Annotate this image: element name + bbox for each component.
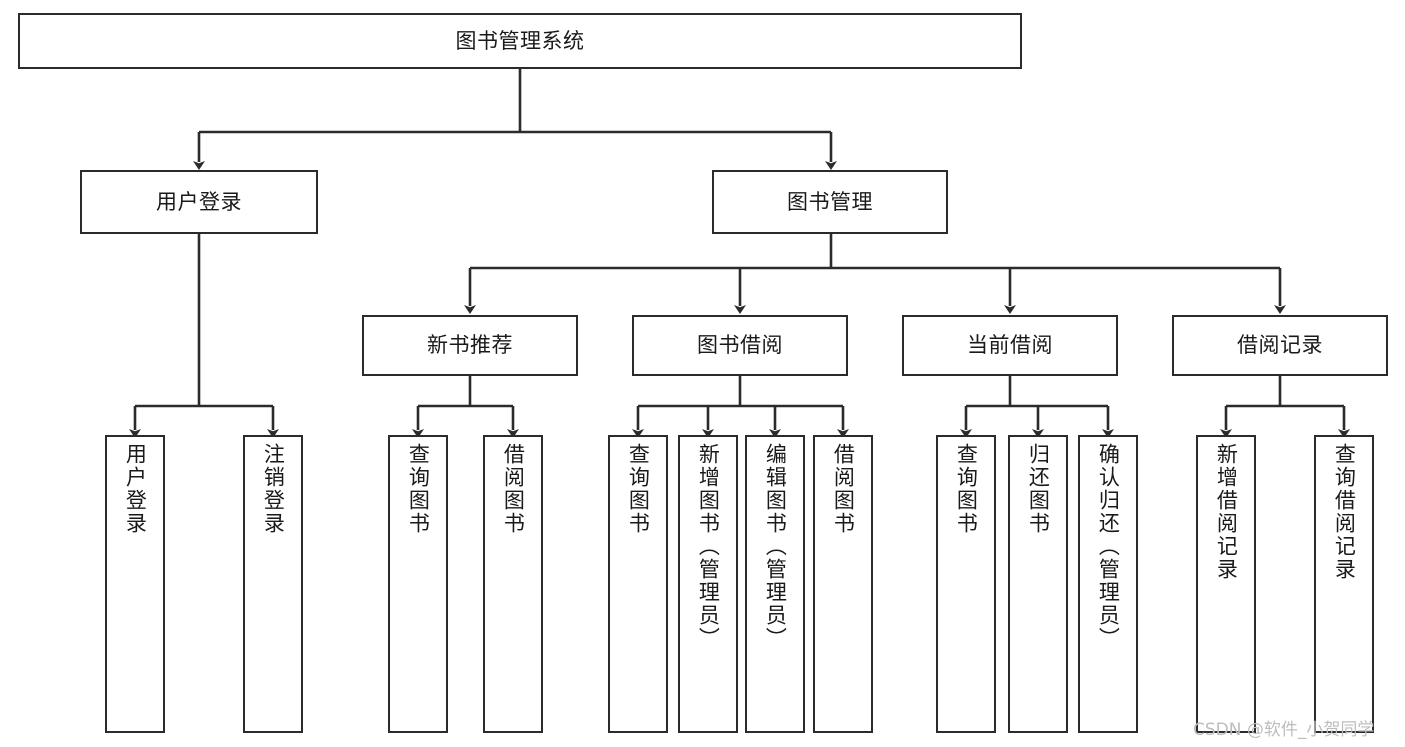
node-leaf-borrow-book-1[interactable]: 借阅图书 xyxy=(483,435,543,733)
node-leaf-query-book-2-label: 查询图书 xyxy=(626,443,651,535)
node-root[interactable]: 图书管理系统 xyxy=(18,13,1022,69)
node-leaf-edit-book-label: 编辑图书（管理员） xyxy=(763,443,788,650)
node-new-book-rec-label: 新书推荐 xyxy=(427,333,513,358)
node-leaf-query-book-3-label: 查询图书 xyxy=(954,443,979,535)
node-leaf-confirm-return[interactable]: 确认归还（管理员） xyxy=(1078,435,1138,733)
node-leaf-return-book[interactable]: 归还图书 xyxy=(1008,435,1068,733)
node-leaf-query-book-1-label: 查询图书 xyxy=(406,443,431,535)
node-borrow-record-label: 借阅记录 xyxy=(1237,333,1323,358)
node-leaf-query-record-label: 查询借阅记录 xyxy=(1332,443,1357,581)
node-new-book-rec[interactable]: 新书推荐 xyxy=(362,315,578,376)
node-leaf-query-book-3[interactable]: 查询图书 xyxy=(936,435,996,733)
node-leaf-borrow-book-2[interactable]: 借阅图书 xyxy=(813,435,873,733)
node-leaf-logout-label: 注销登录 xyxy=(261,443,286,535)
node-user-login[interactable]: 用户登录 xyxy=(80,170,318,234)
node-leaf-query-book-2[interactable]: 查询图书 xyxy=(608,435,668,733)
node-leaf-return-book-label: 归还图书 xyxy=(1026,443,1051,535)
node-current-borrow-label: 当前借阅 xyxy=(967,333,1053,358)
node-root-label: 图书管理系统 xyxy=(455,28,585,53)
node-leaf-user-login-label: 用户登录 xyxy=(123,443,148,535)
node-leaf-add-record[interactable]: 新增借阅记录 xyxy=(1196,435,1256,733)
node-leaf-borrow-book-1-label: 借阅图书 xyxy=(501,443,526,535)
node-leaf-confirm-return-label: 确认归还（管理员） xyxy=(1096,443,1121,650)
node-book-manage[interactable]: 图书管理 xyxy=(712,170,948,234)
node-leaf-query-record[interactable]: 查询借阅记录 xyxy=(1314,435,1374,733)
node-leaf-user-login[interactable]: 用户登录 xyxy=(105,435,165,733)
node-borrow-record[interactable]: 借阅记录 xyxy=(1172,315,1388,376)
node-book-manage-label: 图书管理 xyxy=(787,189,873,214)
node-leaf-add-record-label: 新增借阅记录 xyxy=(1214,443,1239,581)
node-book-borrow[interactable]: 图书借阅 xyxy=(632,315,848,376)
node-leaf-add-book[interactable]: 新增图书（管理员） xyxy=(678,435,738,733)
node-leaf-query-book-1[interactable]: 查询图书 xyxy=(388,435,448,733)
node-leaf-borrow-book-2-label: 借阅图书 xyxy=(831,443,856,535)
node-leaf-logout[interactable]: 注销登录 xyxy=(243,435,303,733)
node-leaf-add-book-label: 新增图书（管理员） xyxy=(696,443,721,650)
node-current-borrow[interactable]: 当前借阅 xyxy=(902,315,1118,376)
node-book-borrow-label: 图书借阅 xyxy=(697,333,783,358)
csdn-watermark: CSDN @软件_小贺同学 xyxy=(1193,720,1375,740)
node-user-login-label: 用户登录 xyxy=(156,189,242,214)
node-leaf-edit-book[interactable]: 编辑图书（管理员） xyxy=(745,435,805,733)
